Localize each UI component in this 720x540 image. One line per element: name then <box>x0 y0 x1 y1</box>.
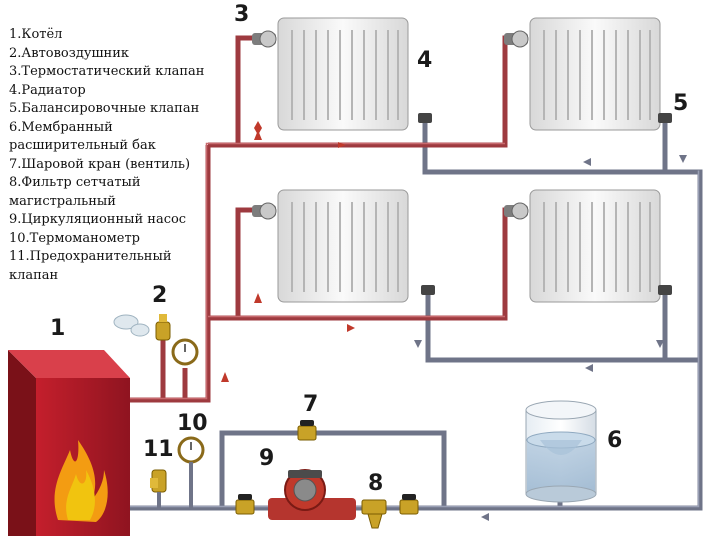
label-7: 7 <box>303 392 319 417</box>
radiator-bottom-left <box>277 189 409 303</box>
legend-item-expansion-tank: 6.Мембранный расширительный бак <box>9 119 156 154</box>
legend: 1.Котёл 2.Автовоздушник 3.Термостатическ… <box>9 26 214 285</box>
label-9: 9 <box>259 446 275 471</box>
radiator-top-right <box>529 17 661 131</box>
legend-item-radiator: 4.Радиатор <box>9 82 86 98</box>
safety-valve-icon <box>150 469 167 508</box>
label-5: 5 <box>673 91 689 116</box>
air-release-icon <box>113 314 150 337</box>
label-11: 11 <box>143 437 174 462</box>
legend-item-thermomanometer: 10.Термоманометр <box>9 230 140 246</box>
label-1: 1 <box>50 316 66 341</box>
flame-icon <box>54 440 108 522</box>
label-4: 4 <box>417 48 433 73</box>
label-3: 3 <box>234 2 250 27</box>
label-8: 8 <box>368 471 384 496</box>
label-2: 2 <box>152 283 168 308</box>
radiator-bottom-right <box>529 189 661 303</box>
expansion-tank-icon <box>525 400 597 503</box>
thermostatic-valve-icon <box>252 30 529 220</box>
supply-pipe-highlight <box>130 142 505 400</box>
radiator-top-left <box>277 17 409 131</box>
air-vent-icon <box>155 314 171 341</box>
boiler <box>8 350 130 536</box>
flow-arrows <box>221 121 687 521</box>
legend-item-ball-valve: 7.Шаровой кран (вентиль) <box>9 156 191 172</box>
label-6: 6 <box>607 428 623 453</box>
pressure-gauge-icon <box>171 338 205 508</box>
ball-valve-icon <box>235 420 419 515</box>
strainer-filter-icon <box>361 499 387 529</box>
legend-item-thermostatic-valve: 3.Термостатический клапан <box>9 64 205 79</box>
legend-item-balancing-valve: 5.Балансировочные клапан <box>9 101 200 116</box>
legend-item-strainer: 8.Фильтр сетчатый магистральный <box>9 175 141 209</box>
circulation-pump-icon <box>268 469 356 520</box>
legend-item-safety-valve: 11.Предохранительный клапан <box>9 249 172 283</box>
legend-item-pump: 9.Циркуляционный насос <box>9 212 187 227</box>
balancing-valve-icon <box>418 113 672 295</box>
legend-item-boiler: 1.Котёл <box>9 27 63 42</box>
legend-item-air-vent: 2.Автовоздушник <box>9 45 130 61</box>
label-10: 10 <box>177 411 208 436</box>
